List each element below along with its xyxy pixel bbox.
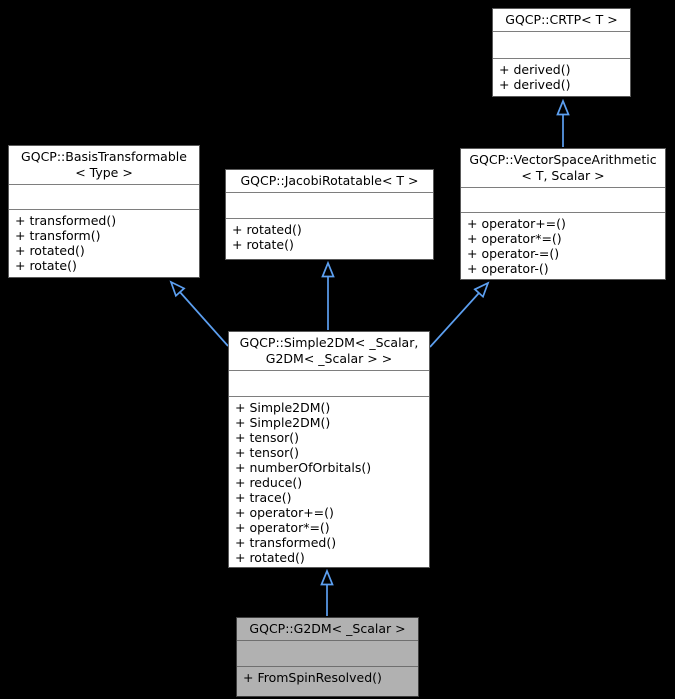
attributes-compartment <box>237 641 418 667</box>
class-node-jacobirotatable[interactable]: GQCP::JacobiRotatable< T > + rotated() +… <box>225 169 434 260</box>
edge-simple2dm-to-vectorspacearithmetic <box>429 283 488 348</box>
method-entry: + transformed() <box>15 213 117 228</box>
class-node-g2dm-current: GQCP::G2DM< _Scalar > + FromSpinResolved… <box>236 617 419 697</box>
method-entry: + operator*=() <box>467 231 562 246</box>
method-entry: + trace() <box>235 490 292 505</box>
method-entry: + FromSpinResolved() <box>243 670 382 685</box>
methods-compartment: + operator+=() + operator*=() + operator… <box>461 213 665 279</box>
method-entry: + rotate() <box>15 258 77 273</box>
method-entry: + rotated() <box>235 550 305 565</box>
method-entry: + rotate() <box>232 237 294 252</box>
class-title: GQCP::CRTP< T > <box>493 9 630 32</box>
method-entry: + operator-=() <box>467 246 560 261</box>
methods-compartment: + derived() + derived() <box>493 59 630 96</box>
method-entry: + transformed() <box>235 535 337 550</box>
class-title: GQCP::Simple2DM< _Scalar, G2DM< _Scalar … <box>229 332 429 371</box>
methods-compartment: + Simple2DM() + Simple2DM() + tensor() +… <box>229 397 429 567</box>
method-entry: + Simple2DM() <box>235 400 331 415</box>
method-entry: + Simple2DM() <box>235 415 331 430</box>
method-entry: + tensor() <box>235 445 300 460</box>
methods-compartment: + FromSpinResolved() <box>237 667 418 696</box>
method-entry: + transform() <box>15 228 101 243</box>
attributes-compartment <box>493 32 630 59</box>
methods-compartment: + transformed() + transform() + rotated(… <box>9 210 199 277</box>
method-entry: + derived() <box>499 62 571 77</box>
class-title: GQCP::JacobiRotatable< T > <box>226 170 433 193</box>
class-title: GQCP::G2DM< _Scalar > <box>237 618 418 641</box>
method-entry: + tensor() <box>235 430 300 445</box>
edge-simple2dm-to-basistransformable <box>171 282 229 347</box>
method-entry: + operator+=() <box>235 505 334 520</box>
attributes-compartment <box>9 185 199 210</box>
class-node-basistransformable[interactable]: GQCP::BasisTransformable < Type > + tran… <box>8 145 200 278</box>
attributes-compartment <box>226 193 433 219</box>
class-node-simple2dm[interactable]: GQCP::Simple2DM< _Scalar, G2DM< _Scalar … <box>228 331 430 568</box>
method-entry: + operator+=() <box>467 216 566 231</box>
method-entry: + rotated() <box>232 222 302 237</box>
attributes-compartment <box>461 188 665 213</box>
class-title: GQCP::VectorSpaceArithmetic < T, Scalar … <box>461 149 665 188</box>
methods-compartment: + rotated() + rotate() <box>226 219 433 259</box>
class-node-crtp[interactable]: GQCP::CRTP< T > + derived() + derived() <box>492 8 631 97</box>
class-title: GQCP::BasisTransformable < Type > <box>9 146 199 185</box>
method-entry: + operator-() <box>467 261 549 276</box>
method-entry: + derived() <box>499 77 571 92</box>
class-node-vectorspacearithmetic[interactable]: GQCP::VectorSpaceArithmetic < T, Scalar … <box>460 148 666 280</box>
method-entry: + numberOfOrbitals() <box>235 460 372 475</box>
method-entry: + operator*=() <box>235 520 330 535</box>
method-entry: + rotated() <box>15 243 85 258</box>
method-entry: + reduce() <box>235 475 303 490</box>
attributes-compartment <box>229 371 429 397</box>
